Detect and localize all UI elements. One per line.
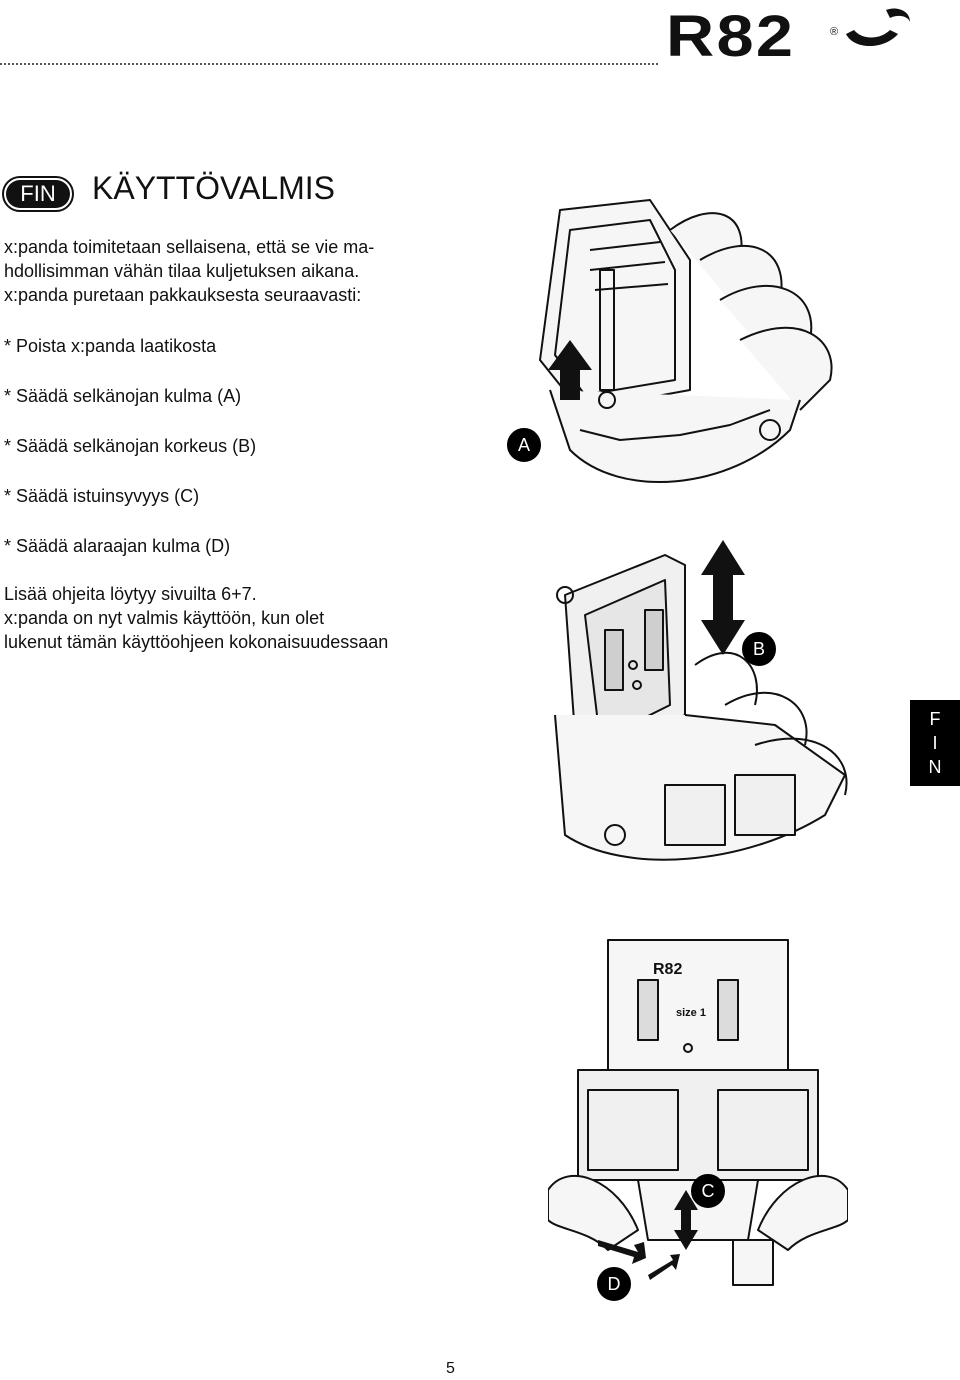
intro-paragraph: x:panda toimitetaan sellaisena, että se … <box>4 235 474 307</box>
figure-marker-a: A <box>507 428 541 462</box>
setup-step: * Säädä alaraajan kulma (D) <box>4 536 231 556</box>
seat-depth-arrow-icon <box>674 1190 698 1250</box>
outro-paragraph: Lisää ohjeita löytyy sivuilta 6+7. x:pan… <box>4 582 474 654</box>
language-badge: FIN <box>2 176 74 212</box>
logo-registered-mark: ® <box>830 26 839 38</box>
language-side-tab: F I N <box>910 700 960 786</box>
language-badge-label: FIN <box>6 180 70 208</box>
side-tab-letter: N <box>928 757 942 777</box>
intro-line: x:panda puretaan pakkauksesta seuraavast… <box>4 285 362 305</box>
intro-line: x:panda toimitetaan sellaisena, että se … <box>4 237 375 257</box>
up-arrow-icon <box>548 340 592 400</box>
setup-step: * Säädä istuinsyvyys (C) <box>4 486 200 506</box>
logo-swoosh-icon <box>846 8 910 46</box>
outro-line: Lisää ohjeita löytyy sivuilta 6+7. <box>4 584 257 604</box>
backrest-logo: R82 <box>653 961 682 978</box>
up-down-arrow-icon <box>701 540 745 655</box>
figure-backrest-angle <box>539 199 833 483</box>
logo-text: R82 <box>666 4 796 69</box>
side-tab-letter: F <box>929 709 941 729</box>
side-tab-letter: I <box>932 733 938 753</box>
figure-backrest-height <box>554 540 848 861</box>
figure-marker-c: C <box>691 1174 725 1208</box>
figure-seat-depth-leg-angle: size 1 R82 <box>548 939 848 1286</box>
setup-step: * Säädä selkänojan korkeus (B) <box>4 436 257 456</box>
outro-line: lukenut tämän käyttöohjeen kokonaisuudes… <box>4 632 389 652</box>
r82-logo: R82 ® <box>666 4 916 70</box>
setup-step: * Säädä selkänojan kulma (A) <box>4 386 242 406</box>
page-title: KÄYTTÖVALMIS <box>92 170 336 206</box>
leg-angle-arrow-icon <box>598 1240 680 1280</box>
setup-steps-list: * Poista x:panda laatikosta * Säädä selk… <box>4 334 474 584</box>
page-number: 5 <box>446 1360 455 1377</box>
figure-marker-d: D <box>597 1267 631 1301</box>
header-dotted-rule <box>0 63 658 65</box>
size-label: size 1 <box>676 1007 706 1019</box>
figure-marker-b: B <box>742 632 776 666</box>
intro-line: hdollisimman vähän tilaa kuljetuksen aik… <box>4 261 360 281</box>
outro-line: x:panda on nyt valmis käyttöön, kun olet <box>4 608 325 628</box>
setup-step: * Poista x:panda laatikosta <box>4 336 217 356</box>
